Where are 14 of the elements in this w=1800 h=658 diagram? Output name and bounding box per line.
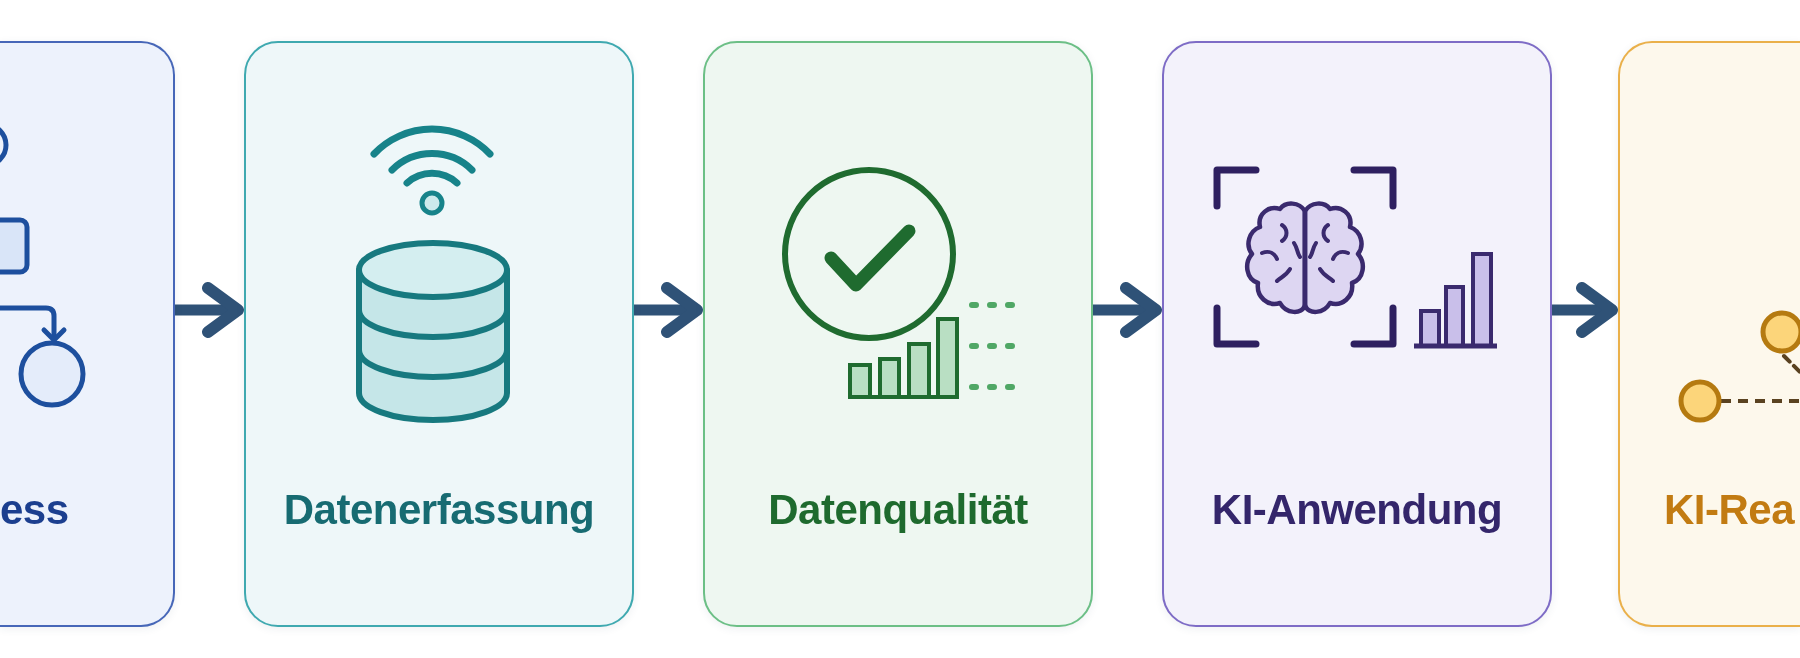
stage-label: KI-Rea — [1664, 485, 1795, 535]
stage-card — [1162, 41, 1552, 627]
stage-card — [0, 41, 175, 627]
arrow — [634, 282, 703, 338]
stage-label: Datenerfassung — [283, 485, 595, 535]
stage-label: Datenqualität — [768, 485, 1028, 535]
arrow — [1093, 282, 1162, 338]
stage-label: KI-Anwendung — [1211, 485, 1503, 535]
stage-label: ess — [0, 485, 69, 535]
stage-card — [703, 41, 1093, 627]
arrow — [1552, 282, 1618, 338]
arrow — [175, 282, 244, 338]
stage-card — [1618, 41, 1800, 627]
stage-card — [244, 41, 634, 627]
